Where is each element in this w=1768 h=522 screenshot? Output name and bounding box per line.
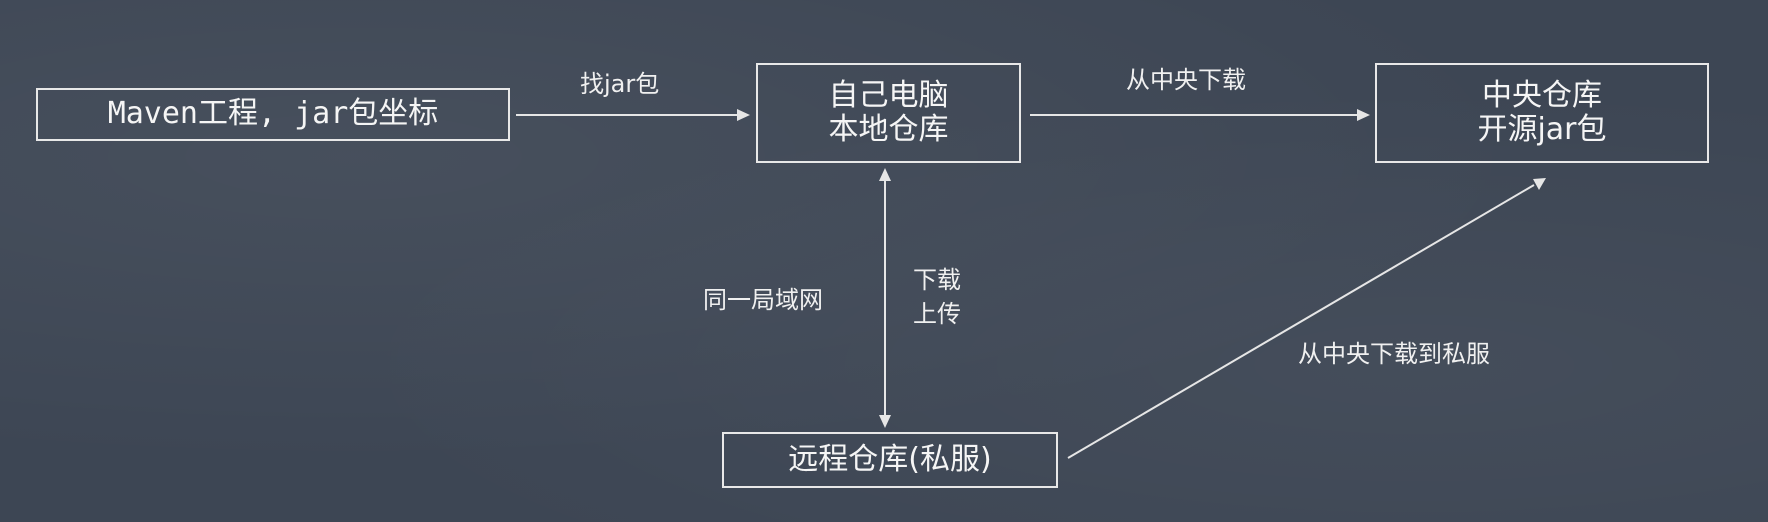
same-lan-label: 同一局域网 [703,286,823,314]
arrowhead-find-jar [737,109,750,121]
arrowhead-download-from-central [1357,109,1370,121]
local-repo-box: 自己电脑 本地仓库 [756,63,1021,163]
remote-repo-box: 远程仓库(私服) [722,432,1058,488]
arrowhead-down [879,415,891,428]
central-repo-line-1: 中央仓库 [1482,77,1602,113]
central-repo-box: 中央仓库 开源jar包 [1375,63,1709,163]
download-label: 下载 [913,266,961,294]
arrowhead-up [879,168,891,181]
edge-download-to-private [1067,184,1535,459]
maven-project-label: Maven工程, jar包坐标 [107,96,439,132]
central-repo-line-2: 开源jar包 [1477,112,1607,147]
remote-repo-label: 远程仓库(私服) [788,441,992,477]
find-jar-label: 找jar包 [580,70,660,98]
local-repo-line-2: 本地仓库 [828,112,949,147]
download-to-private-label: 从中央下载到私服 [1298,340,1490,368]
download-from-central-label: 从中央下载 [1126,66,1246,94]
upload-label: 上传 [913,300,961,328]
maven-project-box: Maven工程, jar包坐标 [36,88,510,141]
local-repo-line-1: 自己电脑 [828,77,949,113]
arrowhead-diagonal [1533,178,1546,190]
